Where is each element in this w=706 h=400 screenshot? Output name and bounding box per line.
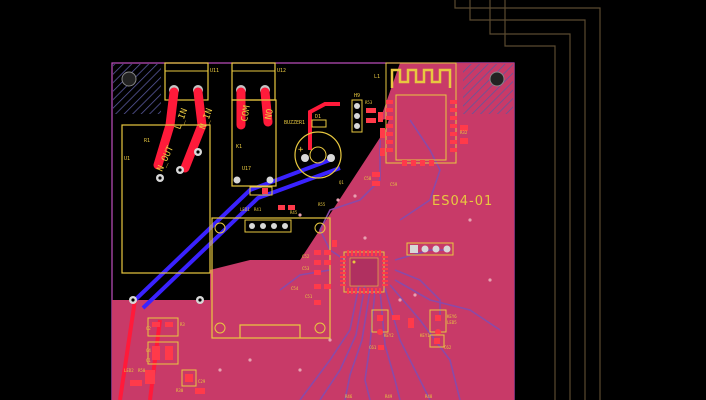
- ref-r1: R1: [144, 138, 150, 144]
- module-socket[interactable]: [211, 217, 331, 339]
- svg-text:R53: R53: [365, 100, 373, 105]
- svg-text:KEY6: KEY6: [447, 314, 457, 319]
- svg-text:C1: C1: [146, 358, 151, 363]
- passives-keys: [378, 315, 414, 350]
- bottom-resistors: R46 R49 R48: [345, 394, 433, 399]
- mount-hole-tr[interactable]: [489, 71, 505, 87]
- ref-l1: L1: [374, 74, 380, 80]
- keepout-top-right: [463, 64, 513, 114]
- relay-k1[interactable]: K1 U17: [231, 99, 277, 196]
- key-6[interactable]: KEY6 LED5: [429, 309, 457, 335]
- key-2[interactable]: KEY2 C61: [369, 309, 394, 350]
- svg-text:R50: R50: [138, 368, 146, 373]
- passives-esp[interactable]: R53 R32 C58 C59 Q1: [339, 100, 468, 187]
- svg-text:R48: R48: [425, 394, 433, 399]
- svg-text:C58: C58: [364, 176, 372, 181]
- svg-text:R49: R49: [385, 394, 393, 399]
- mount-hole-tl[interactable]: [121, 71, 137, 87]
- ldo-section[interactable]: R3 C2 C4 C1 LED2 R50 C29 R30: [124, 317, 206, 394]
- svg-text:C61: C61: [369, 345, 377, 350]
- ref-u11: U11: [210, 68, 219, 74]
- svg-text:C53: C53: [302, 266, 310, 271]
- header-4pin[interactable]: [406, 242, 454, 256]
- svg-text:COM: COM: [240, 104, 253, 122]
- mcu-chip[interactable]: [343, 251, 385, 293]
- key-1[interactable]: KEY1 C62: [420, 333, 452, 350]
- svg-text:C2: C2: [146, 326, 151, 331]
- vias: [218, 194, 492, 372]
- module-u1[interactable]: U1 R1: [121, 124, 211, 304]
- svg-text:R46: R46: [345, 394, 353, 399]
- ref-d1: D1: [315, 114, 321, 120]
- svg-text:R41: R41: [254, 207, 262, 212]
- svg-text:+: +: [298, 145, 304, 155]
- ref-k1: K1: [236, 144, 242, 150]
- svg-text:C29: C29: [198, 379, 206, 384]
- ref-u17: U17: [242, 166, 251, 172]
- svg-text:C4: C4: [146, 348, 151, 353]
- keepout-top-left: [113, 64, 161, 114]
- svg-text:R30: R30: [176, 388, 184, 393]
- wifi-module[interactable]: L1: [374, 62, 457, 164]
- svg-text:R45: R45: [290, 210, 298, 215]
- svg-text:C62: C62: [444, 345, 452, 350]
- svg-text:LED1: LED1: [240, 207, 250, 212]
- svg-text:C51: C51: [305, 294, 313, 299]
- mcu-pins: [340, 250, 388, 294]
- svg-text:KEY2: KEY2: [384, 333, 394, 338]
- mains-traces: [153, 87, 273, 173]
- svg-text:R3: R3: [180, 322, 185, 327]
- svg-text:LED2: LED2: [124, 368, 134, 373]
- ref-u1: U1: [124, 156, 130, 162]
- svg-text:NO: NO: [264, 108, 276, 120]
- board-id-label: ES04-01: [432, 194, 493, 209]
- svg-text:C59: C59: [390, 182, 398, 187]
- ref-buzzer: BUZZER1: [284, 120, 305, 126]
- header-h9[interactable]: H9: [351, 93, 363, 133]
- ref-u12: U12: [277, 68, 286, 74]
- svg-text:C52: C52: [302, 254, 310, 259]
- svg-text:Q1: Q1: [339, 180, 344, 185]
- outer-guides: [454, 0, 601, 400]
- wifi-module-pads: [386, 100, 457, 166]
- passives-mcu[interactable]: [278, 205, 337, 305]
- svg-text:C54: C54: [291, 286, 299, 291]
- passive-labels-mcu: C52 C53 C54 C51 LED1 R41 R45 R55: [240, 202, 326, 299]
- svg-text:R32: R32: [460, 130, 468, 135]
- ref-h9: H9: [354, 93, 360, 99]
- svg-text:LED5: LED5: [447, 320, 457, 325]
- svg-text:R55: R55: [318, 202, 326, 207]
- svg-text:KEY1: KEY1: [420, 333, 430, 338]
- buzzer[interactable]: + BUZZER1 D1: [284, 114, 342, 179]
